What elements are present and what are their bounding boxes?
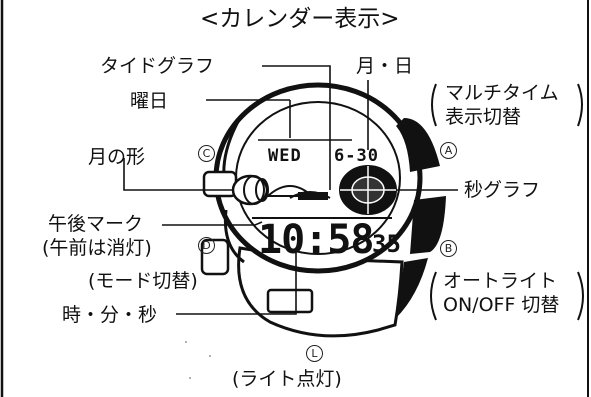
label-auto-light: オートライト bbox=[443, 270, 558, 292]
button-a-icon: A bbox=[440, 142, 457, 159]
label-seconds-graph: 秒グラフ bbox=[464, 179, 541, 201]
button-c-icon: C bbox=[198, 145, 215, 162]
button-b-icon: B bbox=[440, 240, 457, 257]
label-light-on: (ライト点灯) bbox=[232, 368, 342, 390]
lcd-time: 10:58 bbox=[258, 217, 374, 263]
button-l-icon: L bbox=[306, 345, 323, 362]
label-hms: 時・分・秒 bbox=[62, 304, 158, 326]
lcd-weekday: WED bbox=[268, 146, 302, 166]
lcd-date: 6-30 bbox=[334, 146, 379, 166]
label-pm-mark: 午後マーク bbox=[48, 213, 144, 235]
label-am-off: (午前は消灯) bbox=[42, 237, 152, 259]
button-d-icon: D bbox=[198, 237, 215, 254]
label-mode-switch: (モード切替) bbox=[88, 270, 198, 292]
label-on-off-switch: ON/OFF 切替 bbox=[443, 294, 560, 316]
lcd-seconds: 35 bbox=[372, 230, 401, 258]
label-moon-shape: 月の形 bbox=[88, 146, 146, 168]
label-multi-time: マルチタイム bbox=[445, 82, 559, 104]
label-tide-graph: タイドグラフ bbox=[100, 55, 215, 77]
label-weekday: 曜日 bbox=[130, 90, 169, 112]
label-switch-display: 表示切替 bbox=[445, 106, 522, 128]
label-month-day: 月・日 bbox=[356, 55, 414, 77]
diagram-title: <カレンダー表示> bbox=[200, 6, 400, 32]
